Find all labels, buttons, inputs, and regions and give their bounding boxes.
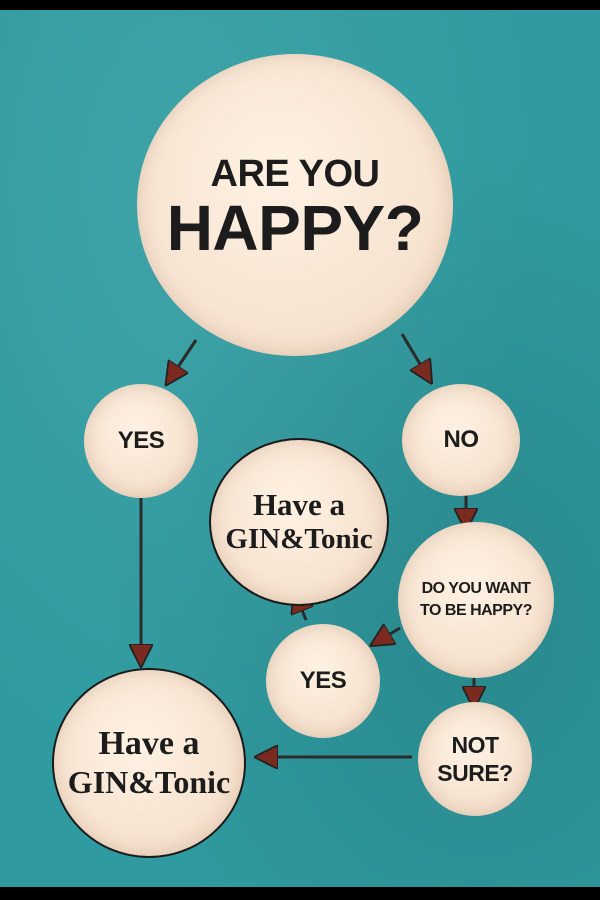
yes-top-label: YES <box>117 427 165 454</box>
gin-bottom-line2: GIN&Tonic <box>67 764 231 800</box>
arrow-happy-to-yes <box>172 339 198 376</box>
gin-middle-line2: GIN&Tonic <box>225 523 373 555</box>
yes-bottom-node: YES <box>266 624 380 738</box>
not-sure-node: NOT SURE? <box>418 702 532 816</box>
not-sure-line2: SURE? <box>437 760 513 786</box>
no-node: NO <box>402 384 520 496</box>
no-label: NO <box>443 426 480 453</box>
flowchart-poster: ARE YOU HAPPY? YES NO Have a GIN&Tonic D… <box>0 10 600 887</box>
not-sure-line1: NOT <box>451 732 499 758</box>
want-line2: TO BE HAPPY? <box>420 602 532 619</box>
gin-tonic-middle-node: Have a GIN&Tonic <box>209 438 389 606</box>
arrow-happy-to-no <box>400 333 426 374</box>
connector-arrows <box>0 333 600 887</box>
gin-tonic-bottom-node: Have a GIN&Tonic <box>52 668 246 858</box>
arrow-want-to-yes <box>380 628 401 640</box>
yes-top-node: YES <box>84 384 198 498</box>
gin-bottom-line1: Have a <box>98 725 200 762</box>
question-line1: ARE YOU <box>210 153 380 195</box>
want-happy-node: DO YOU WANT TO BE HAPPY? <box>398 522 554 678</box>
question-line2: HAPPY? <box>166 192 424 264</box>
gin-middle-line1: Have a <box>252 487 346 522</box>
yes-bottom-label: YES <box>299 667 347 694</box>
want-line1: DO YOU WANT <box>421 580 531 597</box>
question-happy-node: ARE YOU HAPPY? <box>137 54 453 356</box>
